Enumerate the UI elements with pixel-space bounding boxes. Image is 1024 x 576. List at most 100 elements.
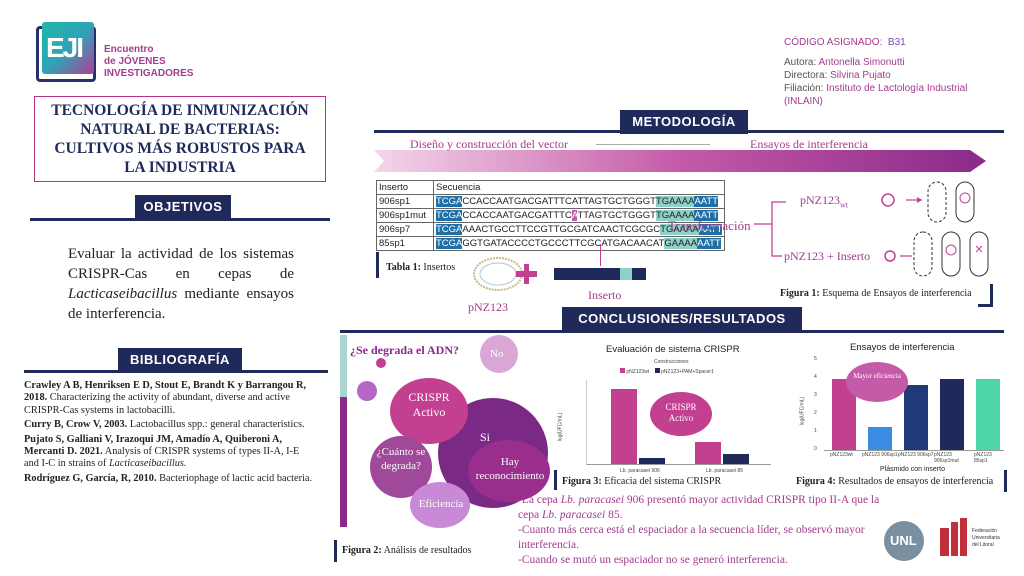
process-arrow (374, 150, 986, 172)
unl-text: UNL (890, 533, 917, 548)
chart3: Evaluación de sistema CRISPR Construccio… (557, 344, 780, 480)
transformacion-label: Transformación (668, 218, 751, 233)
tabla1-marker (376, 252, 379, 278)
interference-scheme (754, 181, 989, 277)
chart4-bubble (846, 362, 908, 402)
chart4-xlabel: Plásmido con inserto (880, 466, 945, 473)
conclusion-item: -La cepa Lb. paracasei 906 presentó mayo… (518, 494, 880, 521)
chart3-legend: pNZ123wt pNZ123+PAM+Spacer1 (620, 368, 714, 375)
hay-recon-label: Hay reconocimiento (475, 456, 545, 482)
plasmid-label: pNZ123 (468, 300, 508, 314)
chart3-ylabel: log(UFC/mL) (557, 412, 564, 442)
conclusion-item: -Cuanto más cerca está el espaciador a l… (518, 524, 865, 551)
no-bubble (480, 335, 518, 373)
metodologia-heading: METODOLOGÍA (620, 110, 748, 134)
eficiencia-label: Eficiencia (418, 498, 464, 510)
si-label: Si (480, 430, 491, 444)
inserts-table: Inserto Secuencia 906sp1 TCGACCACCAATGAC… (376, 180, 726, 251)
chart4-bar (940, 378, 964, 450)
eji-logo: EJI (36, 22, 98, 82)
conclusiones-line (340, 330, 1004, 333)
objetivos-text-italic: Lacticaseibacillus (68, 286, 178, 302)
chart3-xtick: Lb. paracasei 85 (706, 468, 743, 474)
step1-label: Diseño y construcción del vector (410, 137, 568, 151)
table-header: Inserto (376, 180, 434, 195)
fig2-caption: Figura 2: Análisis de resultados (342, 545, 472, 556)
director-line: Directora: Silvina Pujato (784, 69, 984, 82)
small-bubble (357, 381, 377, 401)
title-box: TECNOLOGÍA DE INMUNIZACIÓN NATURAL DE BA… (34, 96, 326, 182)
chart4-yticks: 5 4 3 2 1 0 (814, 356, 817, 452)
chart4-bar (868, 426, 892, 450)
side-bar-teal (340, 335, 347, 397)
chart4-plot (824, 360, 1004, 451)
info-block: CÓDIGO ASIGNADO: B31 Autora: Antonella S… (784, 36, 984, 108)
insert-pointer (600, 244, 601, 266)
objetivos-text: Evaluar la actividad de los sistemas CRI… (68, 244, 294, 324)
pnz-insert-label: pNZ123 + Inserto (784, 249, 871, 263)
fig4-marker (1004, 470, 1007, 492)
logo-line1: Encuentro (104, 44, 154, 55)
chart4-title: Ensayos de interferencia (850, 342, 955, 353)
chart4-xticks: pNZ123wt pNZ123 906sp1 pNZ123 906sp7 pNZ… (830, 452, 992, 464)
conclusion-item: -Cuando se mutó un espaciador no se gene… (518, 554, 788, 566)
pnz-wt-label: pNZ123wt (800, 193, 848, 210)
director-label: Directora: (784, 70, 828, 81)
chart3-bar (695, 441, 721, 464)
logo-letters: EJI (46, 32, 84, 63)
side-bar-purple (340, 397, 347, 527)
fig2-marker (334, 540, 337, 562)
logo-square (42, 22, 94, 74)
fig1-marker-base (978, 304, 993, 307)
chart3-bubble-label: CRISPR Activo (665, 402, 697, 423)
fed-text: Federación Universitaria del Litoral (972, 528, 1000, 548)
legend-item: pNZ123+PAM+Spacer1 (661, 369, 714, 375)
chart3-bar (723, 453, 749, 464)
page-title: TECNOLOGÍA DE INMUNIZACIÓN NATURAL DE BA… (51, 102, 309, 176)
chart4-ylabel: log(UFC/mL) (799, 396, 806, 426)
chart3-bar (639, 458, 665, 464)
objetivos-text-2: mediante ensayos de interferencia. (68, 286, 294, 322)
no-label: No (490, 348, 504, 360)
fig1-marker (990, 284, 993, 306)
logo-text: Encuentro de JÓVENES INVESTIGADORES (104, 44, 193, 80)
chart4: Ensayos de interferencia log(UFC/mL) 5 4… (799, 342, 1006, 478)
objetivos-line (30, 218, 330, 221)
fed-logo-icon (940, 518, 968, 556)
chart3-title: Evaluación de sistema CRISPR (606, 344, 740, 355)
tabla1-caption: Tabla 1: Insertos (386, 262, 456, 273)
affil-label: Filiación: (784, 83, 824, 94)
crispr-activo-label: CRISPR Activo (408, 390, 450, 419)
code-line: CÓDIGO ASIGNADO: B31 (784, 36, 984, 49)
objetivos-text-1: Evaluar la actividad de los sistemas CRI… (68, 246, 294, 282)
bib-heading: BIBLIOGRAFÍA (118, 348, 242, 372)
fig1-caption: Figura 1: Esquema de Ensayos de interfer… (780, 288, 972, 299)
code-label: CÓDIGO ASIGNADO: (784, 37, 883, 48)
unl-logo (884, 521, 924, 561)
chart3-subtitle: Construcciones (654, 359, 689, 365)
chart4-bubble-label: Mayor eficiencia (853, 372, 901, 380)
author-value: Antonella Simonutti (818, 57, 905, 68)
author-line: Autora: Antonella Simonutti (784, 56, 984, 69)
plasmid-diagram (473, 257, 646, 291)
chart4-bar (904, 385, 928, 450)
logo-line3: INVESTIGADORES (104, 68, 194, 79)
fig3-marker (554, 470, 557, 490)
code-value: B31 (887, 37, 906, 48)
legend-swatch (654, 368, 660, 373)
chart3-xtick: Lb. paracasei 906 (620, 468, 660, 474)
step2-label: Ensayos de interferencia (750, 137, 868, 151)
conclusions-text: -La cepa Lb. paracasei 906 presentó mayo… (518, 493, 888, 568)
reference-item: Pujato S, Galliani V, Irazoqui JM, Amadí… (24, 433, 300, 470)
logo-line2: de JÓVENES (104, 56, 166, 67)
fig3-caption: Figura 3: Eficacia del sistema CRISPR (562, 476, 722, 487)
reference-item: Rodríguez G, García, R, 2010. Bacterioph… (24, 472, 313, 484)
director-value: Silvina Pujato (830, 70, 891, 81)
fig4-caption: Figura 4: Resultados de ensayos de inter… (796, 476, 994, 487)
affil-value: Instituto de Lactología Industrial (INLA… (784, 83, 968, 107)
chart3-plot (586, 380, 771, 465)
reference-item: Crawley A B, Henriksen E D, Stout E, Bra… (24, 380, 307, 416)
bibliography-list: Crawley A B, Henriksen E D, Stout E, Bra… (24, 380, 314, 487)
objetivos-heading: OBJETIVOS (135, 195, 231, 219)
recon-bubble (468, 440, 550, 502)
